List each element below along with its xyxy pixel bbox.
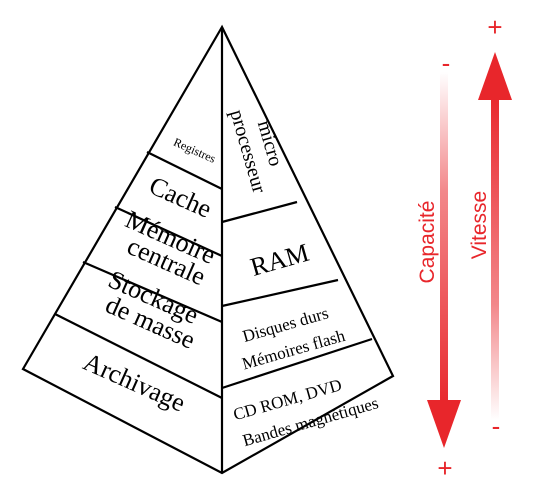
label-registres: Registres (171, 135, 218, 166)
left-level-line-2 (114, 205, 223, 258)
speed-arrow-shaft (491, 90, 499, 420)
pyramid (21, 24, 395, 475)
right-face-labels: micro processeur RAM Disques durs Mémoir… (225, 107, 380, 450)
capacity-top-sign: - (442, 48, 451, 78)
capacity-arrow-shaft (440, 72, 448, 412)
speed-label: Vitesse (468, 191, 491, 260)
speed-bottom-sign: - (492, 411, 501, 441)
speed-top-sign: + (487, 12, 502, 42)
capacity-label: Capacité (416, 201, 439, 284)
speed-arrow-head (478, 52, 512, 100)
left-level-line-1 (146, 151, 223, 190)
capacity-bottom-sign: + (437, 453, 452, 483)
left-level-line-4 (54, 313, 223, 399)
left-level-line-3 (82, 260, 223, 324)
speed-arrow: + - Vitesse (468, 12, 512, 441)
right-level-line-1 (221, 200, 298, 224)
right-level-line-2 (221, 278, 339, 308)
right-level-line-3 (221, 337, 373, 390)
label-ram: RAM (247, 238, 312, 282)
capacity-arrow: - + Capacité (416, 48, 461, 483)
capacity-arrow-head (427, 400, 461, 448)
